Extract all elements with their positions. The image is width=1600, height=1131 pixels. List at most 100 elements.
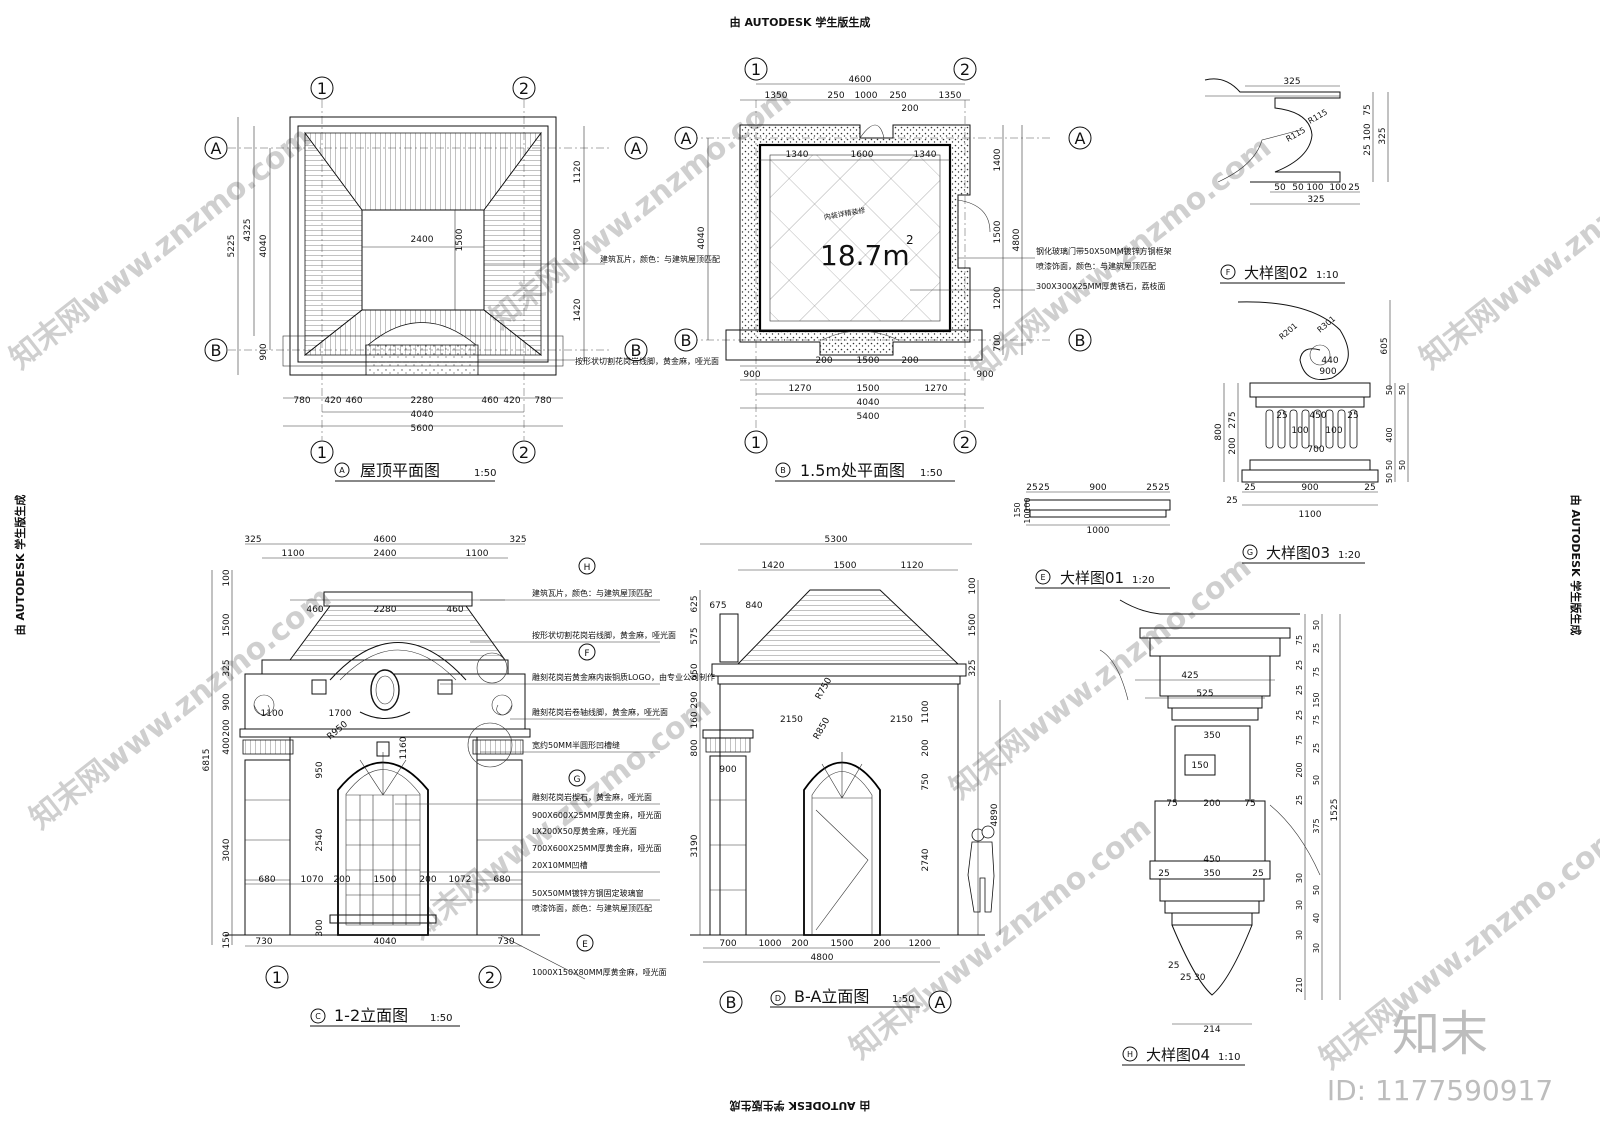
note-text: 雕刻花岗岩黄金麻内嵌铜质LOGO，由专业公司制作 (532, 672, 715, 682)
dim-label: 450 (1203, 855, 1220, 865)
header-bottom: 由 AUTODESK 学生版生成 (730, 1099, 871, 1113)
dim-label: 1100 (261, 709, 284, 719)
dim-label: 420 (324, 396, 341, 406)
dim-label: 25 (1276, 411, 1287, 421)
dim-label: 25 (1158, 869, 1169, 879)
dim-label: 325 (244, 535, 261, 545)
dim-label: 4040 (857, 398, 880, 408)
dim-label: 150 (222, 931, 232, 948)
detail-04: 425 525 350 150 200 75 75 450 350 25 25 … (1099, 599, 1341, 1066)
dim-label: 50 (1292, 183, 1304, 193)
dim-label: 250 (889, 91, 906, 101)
room-area: 18.7m (820, 239, 910, 272)
dim-label: 3040 (222, 838, 232, 861)
dim-label: 900 (1089, 483, 1106, 493)
dim-label: 25 (1158, 483, 1169, 493)
dim-label: R950 (326, 719, 351, 742)
dim-label: 25 (1180, 973, 1191, 983)
dim-label: 325 (222, 659, 232, 676)
dim-label: 30 (1295, 930, 1304, 940)
dim-label: 1500 (968, 613, 978, 636)
drawing-title: 大样图01 (1060, 569, 1124, 587)
dim-label: 25 (1244, 483, 1255, 493)
dim-label: R201 (1278, 321, 1300, 341)
grid-label: B (211, 341, 222, 360)
note-text: 按形状切割花岗岩线脚，黄金麻，哑光面 (532, 630, 676, 640)
dim-label: R750 (814, 676, 835, 702)
dim-label: 25 (1226, 496, 1237, 506)
dim-label: 200 (873, 939, 890, 949)
dim-label: 200 (1228, 437, 1238, 454)
dim-label: 325 (1378, 127, 1388, 144)
dim-label: 1420 (573, 298, 583, 321)
drawing-title: 1.5m处平面图 (800, 461, 905, 480)
dim-label: 160 (690, 711, 700, 728)
note-text: 20X10MM凹槽 (532, 860, 588, 870)
dim-label: 325 (1307, 195, 1324, 205)
drawing-title: 大样图02 (1244, 264, 1308, 282)
drawing-title: B-A立面图 (794, 987, 869, 1006)
dim-label: 1270 (789, 384, 812, 394)
dim-label: 1500 (455, 228, 465, 251)
dim-label: 100 (1329, 183, 1346, 193)
dim-label: 4600 (374, 535, 397, 545)
dim-label: 75 (1295, 735, 1304, 745)
dim-label: 1200 (993, 286, 1003, 309)
callout-label: F (584, 649, 589, 659)
dim-label: 3190 (690, 834, 700, 857)
dim-label: 214 (1203, 1025, 1220, 1035)
grid-label: 2 (485, 968, 495, 987)
drawing-scale: 1:50 (430, 1013, 452, 1024)
dim-label: 30 (1194, 973, 1206, 983)
dim-label: 4800 (811, 953, 834, 963)
dim-label: 575 (690, 627, 700, 644)
grid-label: 1 (317, 443, 327, 462)
dim-label: 200 (901, 104, 918, 114)
dim-label: 75 (1244, 799, 1255, 809)
dim-label: 2150 (780, 715, 803, 725)
dim-label: 325 (968, 659, 978, 676)
dim-label: 4040 (259, 234, 269, 257)
drawing-tag: G (1247, 548, 1253, 557)
dim-label: 1000 (1087, 526, 1110, 536)
dim-label: 675 (709, 601, 726, 611)
grid-label: B (631, 341, 642, 360)
dim-label: 525 (1196, 689, 1213, 699)
dim-label: 25 (1026, 483, 1037, 493)
dim-label: 1500 (573, 228, 583, 251)
callout-label: H (584, 563, 591, 573)
grid-label: 2 (960, 433, 970, 452)
brand-id: ID: 1177590917 (1327, 1074, 1553, 1107)
note-text: 钢化玻璃门带50X50MM镀锌方钢框架 (1036, 246, 1172, 256)
drawing-tag: C (315, 1012, 321, 1021)
drawing-title: 大样图03 (1266, 544, 1330, 562)
scale-figure (967, 825, 995, 913)
dim-label: 200 (921, 739, 931, 756)
dim-label: R115 (1307, 108, 1330, 126)
dim-label: 25 (1252, 869, 1263, 879)
dim-label: 1070 (301, 875, 324, 885)
header-top: 由 AUTODESK 学生版生成 (730, 15, 871, 29)
grid-label: A (631, 139, 642, 158)
dim-label: 4040 (411, 410, 434, 420)
dim-label: 700 (719, 939, 736, 949)
note-text: 宽约50MM半圆形凹槽缝 (532, 740, 620, 750)
dim-label: 1000 (855, 91, 878, 101)
dim-label: 840 (745, 601, 762, 611)
roof-plan: 1 2 1 2 A B A B 780 420 460 2280 460 420… (204, 76, 720, 482)
dim-label: 30 (1295, 873, 1304, 883)
dim-label: 25 (1312, 643, 1321, 653)
grid-label: 1 (751, 60, 761, 79)
drawing-scale: 1:20 (1338, 550, 1360, 561)
dim-label: 700 (993, 334, 1003, 351)
dim-label: 200 (222, 719, 232, 736)
drawing-scale: 1:50 (892, 994, 914, 1005)
dim-label: 75 (1312, 715, 1321, 725)
dim-label: 200 (791, 939, 808, 949)
dim-label: 1340 (786, 150, 809, 160)
note-text: 雕刻花岗岩卷轴线脚，黄金麻，哑光面 (532, 707, 668, 717)
dim-label: 1160 (399, 736, 409, 759)
dim-label: 2400 (411, 235, 434, 245)
note-text: LX200X50厚黄金麻，哑光面 (532, 826, 637, 836)
dim-label: 25 (1312, 743, 1321, 753)
